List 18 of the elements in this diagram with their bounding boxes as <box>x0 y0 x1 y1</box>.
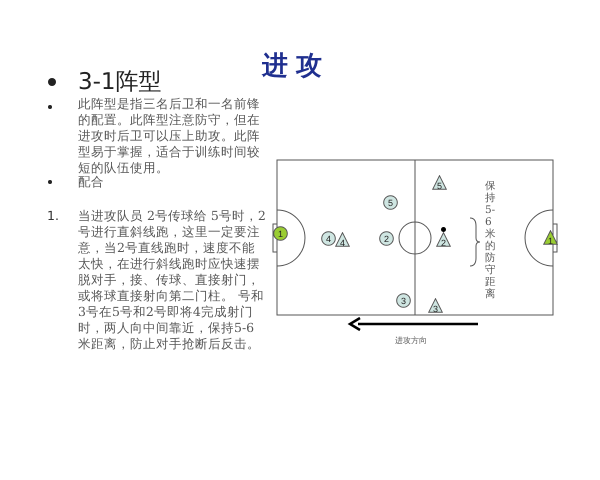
formation-heading: 3-1阵型 <box>78 68 162 97</box>
player-circle: 3 <box>396 293 411 308</box>
list-number: 1. <box>47 208 59 224</box>
description-text: 此阵型是指三名后卫和一名前锋的配置。此阵型注意防守，但在进攻时后卫可以压上助攻。此阵型易于掌握，适合于训练时间较短的队伍使用。 <box>78 96 261 176</box>
player-triangle: 3 <box>428 298 443 313</box>
player-triangle: 1 <box>543 230 558 245</box>
player-triangle: 4 <box>335 232 350 247</box>
player-circle: 2 <box>379 231 394 246</box>
player-triangle: 2 <box>436 232 451 247</box>
slide-title: 进攻 <box>262 50 330 83</box>
description-text: 当进攻队员 2号传球给 5号时，2号进行直斜线跑，这里一定要注意，当2号直线跑时，速度不能太快，在进行斜线跑时应快速摆脱对手，接、传球、直接射门，或将球直接射向第二门柱。 号和3号在5号和2号即将4完成射门时，两人向中间靠近，保持5-6米距离，防止对手抢断后反击。 <box>78 208 266 352</box>
annotation-text: 保持5-6米的防守距离 <box>485 180 496 300</box>
player-circle: 4 <box>321 231 336 246</box>
player-triangle: 5 <box>432 175 447 190</box>
section-heading: 配合 <box>78 174 104 190</box>
player-circle: 5 <box>383 195 398 210</box>
player-circle: 1 <box>273 226 288 241</box>
direction-label: 进攻方向 <box>395 335 427 347</box>
